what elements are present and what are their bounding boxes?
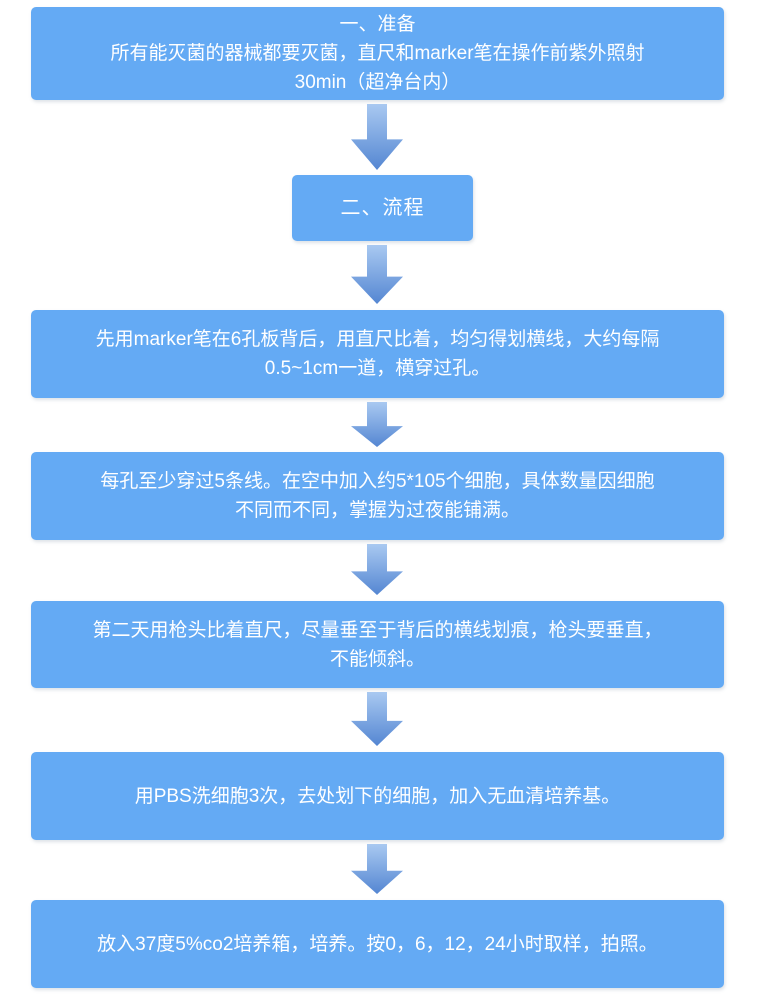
step-body: 第二天用枪头比着直尺，尽量垂至于背后的横线划痕，枪头要垂直， 不能倾斜。 (92, 619, 663, 670)
step-box-wash-pbs: 用PBS洗细胞3次，去处划下的细胞，加入无血清培养基。 (31, 752, 724, 840)
step-body: 用PBS洗细胞3次，去处划下的细胞，加入无血清培养基。 (134, 785, 621, 807)
step-body: 所有能灭菌的器械都要灭菌，直尺和marker笔在操作前紫外照射 30min（超净… (110, 43, 645, 93)
step-box-seed-cells: 每孔至少穿过5条线。在空中加入约5*105个细胞，具体数量因细胞 不同而不同，掌… (31, 452, 724, 540)
step-box-mark-lines: 先用marker笔在6孔板背后，用直尺比着，均匀得划横线，大约每隔 0.5~1c… (31, 310, 724, 398)
down-arrow-icon (351, 692, 403, 746)
down-arrow-icon (351, 844, 403, 894)
step-title: 一、准备 (339, 14, 416, 35)
step-title: 二、流程 (340, 196, 425, 219)
down-arrow-icon (351, 245, 403, 304)
down-arrow-icon (351, 104, 403, 170)
step-body: 每孔至少穿过5条线。在空中加入约5*105个细胞，具体数量因细胞 不同而不同，掌… (100, 471, 655, 521)
step-box-scratch: 第二天用枪头比着直尺，尽量垂至于背后的横线划痕，枪头要垂直， 不能倾斜。 (31, 601, 724, 688)
down-arrow-icon (351, 544, 403, 595)
step-body: 先用marker笔在6孔板背后，用直尺比着，均匀得划横线，大约每隔 0.5~1c… (95, 329, 660, 379)
step-box-process: 二、流程 (292, 175, 473, 241)
step-box-preparation: 一、准备 所有能灭菌的器械都要灭菌，直尺和marker笔在操作前紫外照射 30m… (31, 7, 724, 100)
down-arrow-icon (351, 402, 403, 447)
step-box-incubate: 放入37度5%co2培养箱，培养。按0，6，12，24小时取样，拍照。 (31, 900, 724, 988)
step-body: 放入37度5%co2培养箱，培养。按0，6，12，24小时取样，拍照。 (97, 933, 658, 955)
